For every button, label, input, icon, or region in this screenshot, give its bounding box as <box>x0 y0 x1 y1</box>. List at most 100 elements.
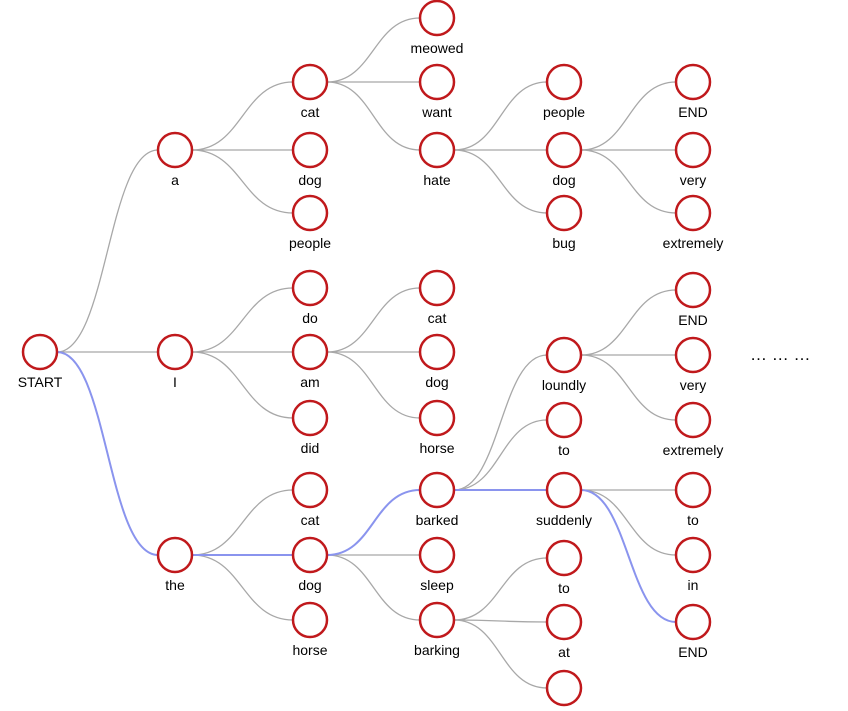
node-circle <box>418 63 456 101</box>
node-circle <box>418 0 456 37</box>
edge-barked-barked_to <box>453 419 548 491</box>
node-circle <box>291 601 329 639</box>
node-label: meowed <box>411 40 464 56</box>
node-l-extremely: extremely <box>663 401 724 458</box>
node-hd-end: END <box>674 63 712 120</box>
node-l-very: very <box>674 336 712 393</box>
node-label: barking <box>414 642 460 658</box>
edge-hate-hate_bug <box>453 149 548 214</box>
edge-the-the_cat <box>191 489 294 556</box>
node-circle <box>291 63 329 101</box>
node-i-am: am <box>291 333 329 390</box>
node-the-dog: dog <box>291 536 329 593</box>
node-circle <box>545 336 583 374</box>
node-l-end: END <box>674 271 712 328</box>
node-circle <box>674 603 712 641</box>
node-loundly: loundly <box>542 336 586 393</box>
node-circle <box>545 63 583 101</box>
highlighted-edge-suddenly-s_end <box>580 489 677 623</box>
node-suddenly: suddenly <box>536 471 592 528</box>
node-label: a <box>171 172 179 188</box>
node-label: START <box>18 374 63 390</box>
node-label: did <box>301 440 320 456</box>
node-circle <box>156 333 194 371</box>
node-hd-very: very <box>674 131 712 188</box>
node-label: cat <box>428 310 447 326</box>
node-circle <box>674 63 712 101</box>
edge-hate_dog-hd_end <box>580 81 677 151</box>
edge-loundly-l_extremely <box>580 354 677 421</box>
node-label: do <box>302 310 318 326</box>
node-label: at <box>558 644 570 660</box>
node-circle <box>418 131 456 169</box>
node-am-cat: cat <box>418 269 456 326</box>
node-circle <box>418 399 456 437</box>
node-circle <box>418 269 456 307</box>
node-a-people: people <box>289 194 331 251</box>
node-label: sleep <box>420 577 454 593</box>
node-i-do: do <box>291 269 329 326</box>
node-label: extremely <box>663 442 724 458</box>
edge-start-a <box>56 149 159 353</box>
node-label: cat <box>301 512 320 528</box>
node-circle <box>545 194 583 232</box>
node-label: barked <box>416 512 459 528</box>
node-label: the <box>165 577 185 593</box>
node-hate-people: people <box>543 63 585 120</box>
continuation-ellipsis: … … … <box>750 345 810 364</box>
highlighted-edge-start-the <box>56 351 159 556</box>
node-hate: hate <box>418 131 456 188</box>
node-circle <box>674 271 712 309</box>
node-circle <box>674 336 712 374</box>
node-circle <box>674 131 712 169</box>
edge-i-i_do <box>191 287 294 353</box>
node-a: a <box>156 131 194 188</box>
edge-barking-barking_at <box>453 619 548 623</box>
node-start: START <box>18 333 63 390</box>
node-circle <box>674 194 712 232</box>
node-label: to <box>687 512 699 528</box>
node-label: to <box>558 442 570 458</box>
node-label: cat <box>301 104 320 120</box>
node-hate-bug: bug <box>545 194 583 251</box>
node-barked: barked <box>416 471 459 528</box>
node-circle <box>21 333 59 371</box>
node-circle <box>156 536 194 574</box>
edge-hate_dog-hd_extremely <box>580 149 677 214</box>
node-label: am <box>300 374 319 390</box>
node-label: END <box>678 644 708 660</box>
node-the: the <box>156 536 194 593</box>
edge-barked-loundly <box>453 354 548 491</box>
node-label: dog <box>425 374 448 390</box>
edge-loundly-l_end <box>580 289 677 356</box>
node-circle <box>545 603 583 641</box>
node-sleep: sleep <box>418 536 456 593</box>
node-hate-dog: dog <box>545 131 583 188</box>
node-s-in: in <box>674 536 712 593</box>
node-i: I <box>156 333 194 390</box>
node-label: horse <box>292 642 327 658</box>
node-i-did: did <box>291 399 329 456</box>
node-label: in <box>688 577 699 593</box>
node-circle <box>545 669 583 707</box>
edge-i-i_did <box>191 351 294 419</box>
edge-the-the_horse <box>191 554 294 621</box>
node-label: bug <box>552 235 575 251</box>
node-circle <box>418 333 456 371</box>
node-circle <box>545 131 583 169</box>
highlighted-edge-the_dog-barked <box>326 489 421 556</box>
edge-suddenly-s_in <box>580 489 677 556</box>
node-circle <box>418 536 456 574</box>
node-label: hate <box>423 172 450 188</box>
node-label: to <box>558 580 570 596</box>
node-circle <box>418 471 456 509</box>
edge-barking-barking_to <box>453 557 548 621</box>
node-label: loundly <box>542 377 586 393</box>
node-label: people <box>289 235 331 251</box>
node-meowed: meowed <box>411 0 464 56</box>
node-circle <box>545 539 583 577</box>
node-label: dog <box>298 577 321 593</box>
node-the-cat: cat <box>291 471 329 528</box>
node-label: dog <box>552 172 575 188</box>
